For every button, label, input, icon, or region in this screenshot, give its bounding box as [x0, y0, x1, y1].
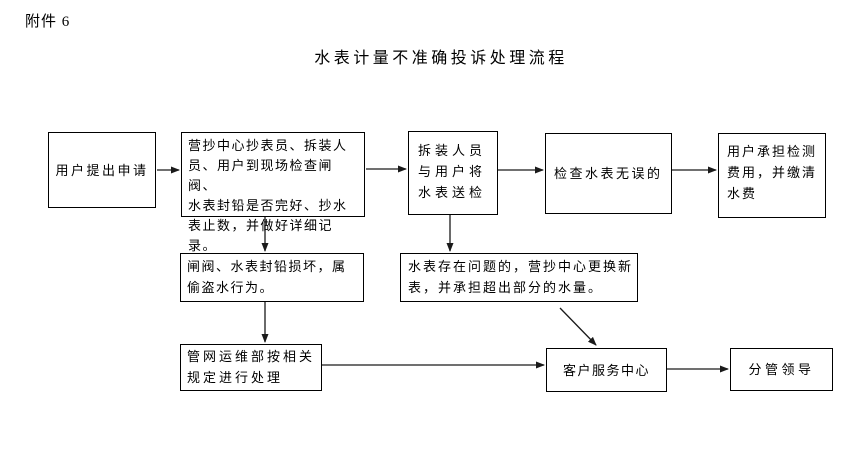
- flow-box-seal-damaged-theft: 闸阀、水表封铅损坏，属 偷盗水行为。: [180, 253, 364, 302]
- flow-box-meter-faulty-replace: 水表存在问题的，营抄中心更换新 表，并承担超出部分的水量。: [400, 253, 638, 302]
- flow-box-onsite-inspection: 营抄中心抄表员、拆装人 员、用户到现场检查闸阀、 水表封铅是否完好、抄水 表止数…: [181, 132, 365, 253]
- flow-box-meter-checked-ok: 检查水表无误的: [545, 133, 672, 214]
- page-title: 水表计量不准确投诉处理流程: [314, 50, 568, 67]
- flow-box-user-application: 用户提出申请: [48, 132, 156, 208]
- flow-box-leader-in-charge: 分管领导: [730, 348, 833, 391]
- flow-box-customer-service-center: 客户服务中心: [546, 348, 667, 392]
- flow-box-user-bears-testing-fee: 用户承担检测 费用，并缴清 水费: [718, 133, 826, 218]
- attachment-label: 附件 6: [25, 14, 71, 30]
- flow-box-send-meter-for-testing: 拆装人员 与用户将 水表送检: [408, 131, 498, 215]
- arrow-meterfaulty-to-service: [559, 307, 597, 346]
- flow-box-pipeline-ops-dept: 管网运维部按相关 规定进行处理: [180, 344, 322, 391]
